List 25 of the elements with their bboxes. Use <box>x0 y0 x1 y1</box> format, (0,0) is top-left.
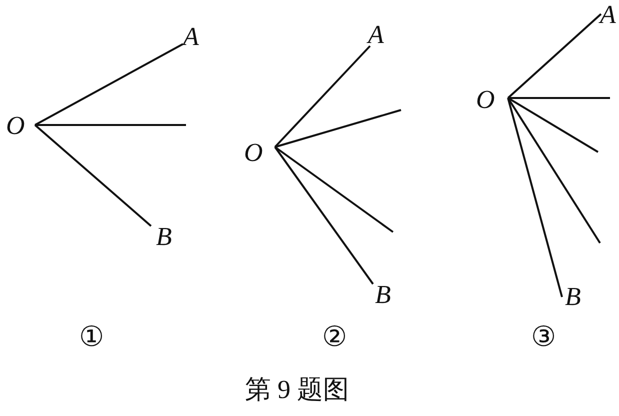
ray-line <box>274 146 374 285</box>
ray-line <box>507 97 599 153</box>
figure-number: ③ <box>531 323 556 353</box>
point-label: A <box>600 2 616 28</box>
point-label: B <box>565 284 581 310</box>
point-label: A <box>368 22 384 48</box>
figure-number: ② <box>322 323 347 353</box>
point-label: O <box>244 140 263 166</box>
ray-line <box>507 13 602 99</box>
point-label: A <box>183 24 199 50</box>
ray-line <box>274 45 371 148</box>
point-label: B <box>156 224 172 250</box>
caption: 第 9 题图 <box>245 375 349 405</box>
ray-line <box>274 146 394 233</box>
point-label: O <box>6 113 25 139</box>
figure-number: ① <box>79 323 104 353</box>
point-label: B <box>375 282 391 308</box>
ray-line <box>507 97 601 244</box>
ray-line <box>507 98 563 298</box>
ray-line <box>35 124 186 126</box>
ray-line <box>34 124 152 227</box>
ray-line <box>274 109 402 148</box>
ray-line <box>508 97 610 99</box>
point-label: O <box>476 87 495 113</box>
ray-line <box>34 43 184 126</box>
